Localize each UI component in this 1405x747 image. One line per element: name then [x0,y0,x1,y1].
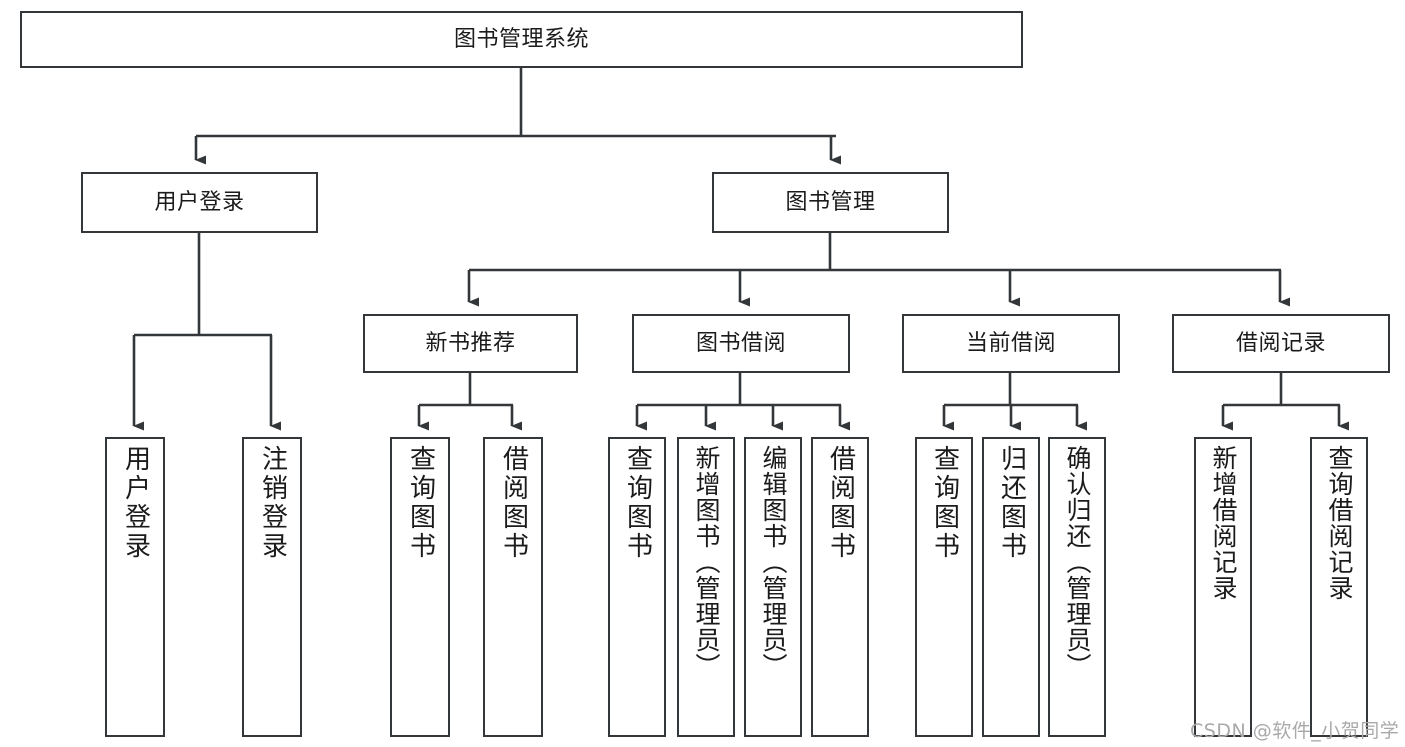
node-label: 图书借阅 [695,330,786,356]
node-label: 查询图书 [622,445,653,561]
node-book-borrow[interactable]: 图书借阅 [632,314,850,373]
node-label: 图书管理系统 [453,26,589,52]
node-leaf-query-borrow-record[interactable]: 查询借阅记录 [1310,437,1368,737]
node-label: 借阅图书 [498,445,529,561]
node-label: 当前借阅 [965,330,1056,356]
node-label: 注销登录 [257,445,288,561]
node-leaf-add-book-admin[interactable]: 新增图书（管理员） [677,437,735,737]
node-leaf-query-book-borrow[interactable]: 查询图书 [608,437,666,737]
csdn-watermark: CSDN @软件_小贺同学 [1190,720,1400,742]
node-label: 用户登录 [120,445,151,561]
node-new-book-recommend[interactable]: 新书推荐 [363,314,578,373]
node-label: 新增借阅记录 [1209,445,1238,601]
node-leaf-logout-login[interactable]: 注销登录 [242,437,302,737]
node-label: 借阅图书 [825,445,856,561]
node-label: 用户登录 [154,189,245,215]
node-label: 图书管理 [785,189,876,215]
node-book-management-system[interactable]: 图书管理系统 [20,11,1023,68]
node-book-management[interactable]: 图书管理 [712,172,949,233]
node-label: 编辑图书（管理员） [759,445,788,679]
node-label: 查询借阅记录 [1325,445,1354,601]
node-leaf-query-book-current[interactable]: 查询图书 [915,437,973,737]
node-leaf-user-login[interactable]: 用户登录 [105,437,165,737]
node-label: 确认归还（管理员） [1063,445,1092,679]
node-label: 新增图书（管理员） [692,445,721,679]
node-leaf-add-borrow-record[interactable]: 新增借阅记录 [1194,437,1252,737]
node-leaf-borrow-book[interactable]: 借阅图书 [811,437,869,737]
node-label: 查询图书 [929,445,960,561]
node-leaf-return-book[interactable]: 归还图书 [982,437,1040,737]
node-borrow-record[interactable]: 借阅记录 [1172,314,1390,373]
node-current-borrow[interactable]: 当前借阅 [902,314,1120,373]
node-label: 新书推荐 [425,330,516,356]
node-label: 借阅记录 [1235,330,1326,356]
node-label: 归还图书 [996,445,1027,561]
node-leaf-query-book-recommend[interactable]: 查询图书 [390,437,450,737]
node-leaf-borrow-book-recommend[interactable]: 借阅图书 [483,437,543,737]
node-user-login[interactable]: 用户登录 [81,172,318,233]
node-leaf-edit-book-admin[interactable]: 编辑图书（管理员） [744,437,802,737]
node-leaf-confirm-return-admin[interactable]: 确认归还（管理员） [1048,437,1106,737]
node-label: 查询图书 [405,445,436,561]
